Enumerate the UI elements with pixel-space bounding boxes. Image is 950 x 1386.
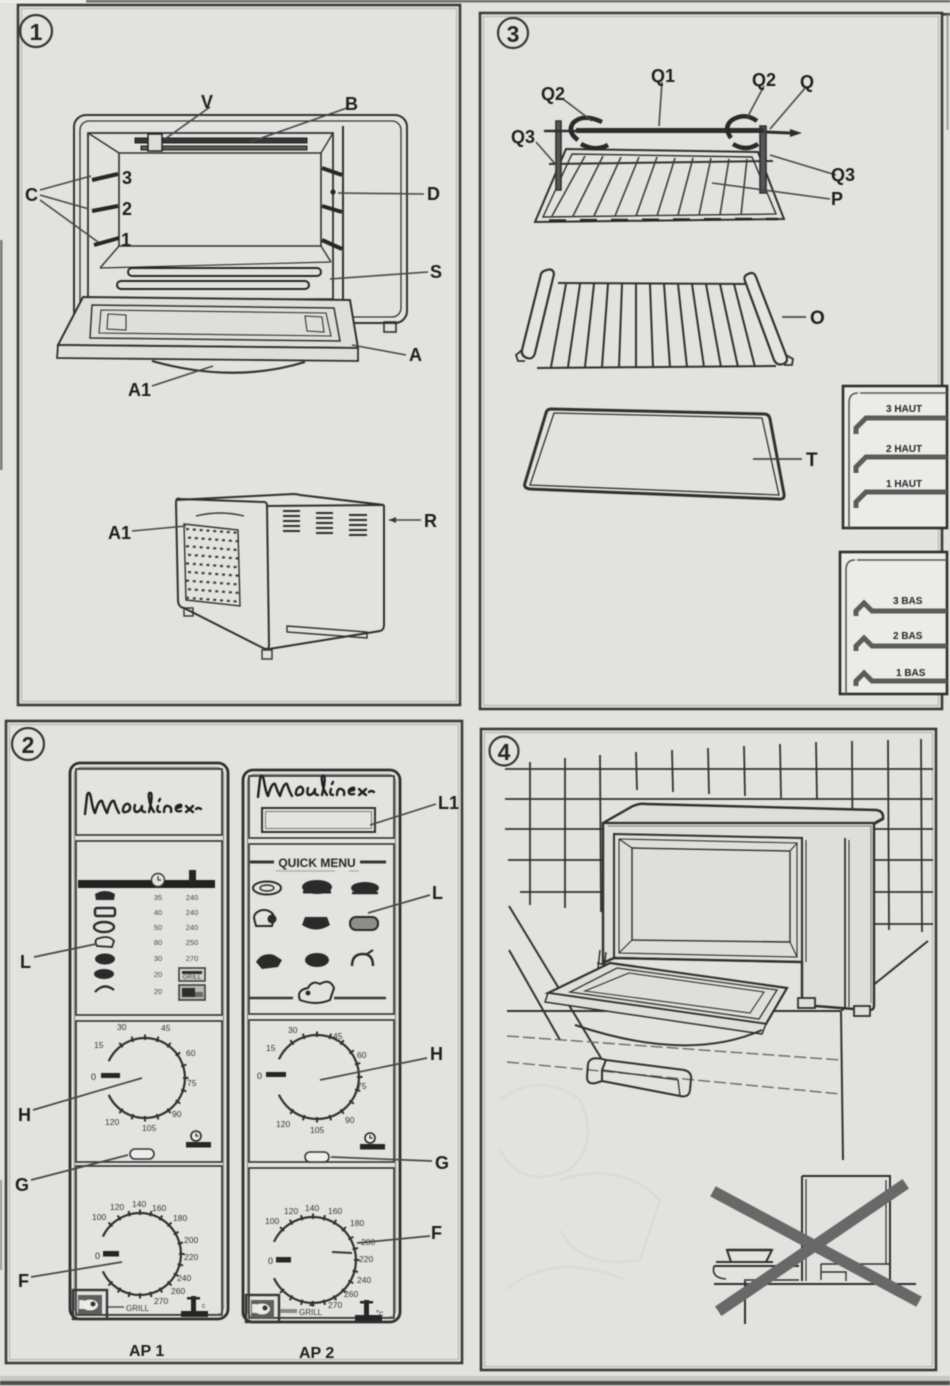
svg-text:1 BAS: 1 BAS: [896, 668, 926, 679]
svg-text:260: 260: [344, 1289, 358, 1299]
svg-text:1 HAUT: 1 HAUT: [886, 479, 922, 490]
svg-text:160: 160: [152, 1203, 166, 1213]
svg-text:105: 105: [310, 1125, 324, 1135]
svg-text:F: F: [18, 1271, 29, 1291]
svg-text:P: P: [831, 189, 843, 209]
svg-text:QUICK MENU: QUICK MENU: [278, 856, 355, 870]
svg-text:GRILL: GRILL: [299, 1308, 323, 1317]
svg-text:15: 15: [94, 1040, 104, 1050]
svg-text:0: 0: [91, 1072, 96, 1082]
svg-text:20: 20: [154, 970, 162, 979]
svg-text:G: G: [15, 1175, 29, 1195]
svg-text:120: 120: [110, 1202, 124, 1212]
svg-text:0: 0: [257, 1071, 262, 1081]
svg-text:250: 250: [186, 938, 199, 947]
svg-text:GRILL: GRILL: [126, 1304, 150, 1313]
svg-text:L1: L1: [438, 793, 459, 813]
svg-text:90: 90: [345, 1115, 355, 1125]
svg-text:Q2: Q2: [752, 70, 776, 90]
svg-text:A1: A1: [128, 380, 151, 400]
svg-text:S: S: [430, 262, 442, 282]
svg-text:C: C: [25, 185, 38, 205]
svg-text:40: 40: [154, 908, 162, 917]
svg-text:1: 1: [30, 19, 43, 45]
svg-text:100: 100: [92, 1212, 106, 1222]
svg-text:240: 240: [177, 1273, 191, 1283]
svg-text:3: 3: [122, 168, 132, 188]
svg-text:Q: Q: [800, 72, 814, 92]
svg-text:100: 100: [265, 1216, 279, 1226]
svg-text:°c: °c: [376, 1309, 383, 1318]
svg-text:H: H: [18, 1105, 31, 1125]
svg-text:R: R: [424, 511, 437, 531]
svg-text:30: 30: [154, 954, 162, 963]
svg-text:120: 120: [276, 1119, 290, 1129]
svg-text:35: 35: [154, 893, 162, 902]
svg-text:G: G: [435, 1153, 449, 1173]
svg-text:c: c: [202, 1303, 206, 1310]
svg-text:120: 120: [105, 1117, 119, 1127]
svg-text:240: 240: [186, 893, 199, 902]
svg-text:30: 30: [288, 1025, 298, 1035]
svg-text:Q2: Q2: [541, 84, 565, 104]
svg-text:L: L: [20, 952, 31, 972]
svg-text:1: 1: [121, 230, 131, 250]
svg-text:3: 3: [507, 21, 520, 47]
svg-text:50: 50: [154, 923, 162, 932]
svg-text:45: 45: [333, 1031, 343, 1041]
svg-text:A1: A1: [108, 523, 131, 543]
svg-text:240: 240: [186, 923, 199, 932]
svg-text:A: A: [409, 345, 422, 365]
svg-text:Q1: Q1: [651, 66, 675, 86]
svg-text:180: 180: [350, 1218, 364, 1228]
svg-text:270: 270: [328, 1300, 342, 1310]
svg-text:3 HAUT: 3 HAUT: [886, 404, 922, 415]
svg-text:2: 2: [122, 199, 132, 219]
svg-text:AP 1: AP 1: [129, 1343, 164, 1360]
svg-text:200: 200: [184, 1235, 198, 1245]
svg-text:260: 260: [171, 1286, 185, 1296]
svg-text:15: 15: [266, 1043, 276, 1053]
svg-text:220: 220: [184, 1252, 198, 1262]
svg-text:120: 120: [284, 1206, 298, 1216]
svg-text:GRILL: GRILL: [183, 974, 202, 981]
svg-text:75: 75: [187, 1078, 197, 1088]
svg-text:Q3: Q3: [511, 127, 535, 147]
svg-text:270: 270: [154, 1296, 168, 1306]
svg-text:Q3: Q3: [831, 165, 855, 185]
svg-text:T: T: [806, 450, 818, 471]
svg-text:270: 270: [186, 954, 199, 963]
svg-text:160: 160: [328, 1206, 342, 1216]
svg-text:V: V: [201, 92, 213, 112]
svg-text:3 BAS: 3 BAS: [893, 596, 923, 607]
svg-text:D: D: [427, 184, 440, 204]
svg-text:45: 45: [161, 1023, 171, 1033]
svg-text:2: 2: [22, 732, 35, 758]
svg-text:B: B: [345, 94, 358, 114]
svg-text:4: 4: [498, 739, 511, 765]
svg-text:AP 2: AP 2: [299, 1345, 334, 1362]
svg-text:0: 0: [268, 1256, 273, 1266]
svg-text:220: 220: [359, 1254, 373, 1264]
svg-text:2 HAUT: 2 HAUT: [886, 444, 922, 455]
svg-text:180: 180: [173, 1213, 187, 1223]
svg-text:240: 240: [186, 908, 199, 917]
svg-text:140: 140: [305, 1203, 319, 1213]
svg-text:60: 60: [357, 1050, 367, 1060]
svg-text:O: O: [810, 308, 825, 329]
svg-text:H: H: [430, 1044, 443, 1064]
svg-text:0: 0: [95, 1251, 100, 1261]
svg-text:90: 90: [172, 1109, 182, 1119]
svg-text:2 BAS: 2 BAS: [893, 631, 923, 642]
svg-text:20: 20: [154, 987, 162, 996]
svg-text:F: F: [431, 1223, 442, 1243]
svg-text:75: 75: [357, 1081, 367, 1091]
svg-text:140: 140: [132, 1199, 146, 1209]
svg-text:60: 60: [186, 1048, 196, 1058]
svg-text:L: L: [432, 883, 443, 903]
svg-text:105: 105: [142, 1123, 156, 1133]
svg-text:80: 80: [154, 938, 162, 947]
svg-text:240: 240: [357, 1275, 371, 1285]
svg-text:30: 30: [117, 1022, 127, 1032]
